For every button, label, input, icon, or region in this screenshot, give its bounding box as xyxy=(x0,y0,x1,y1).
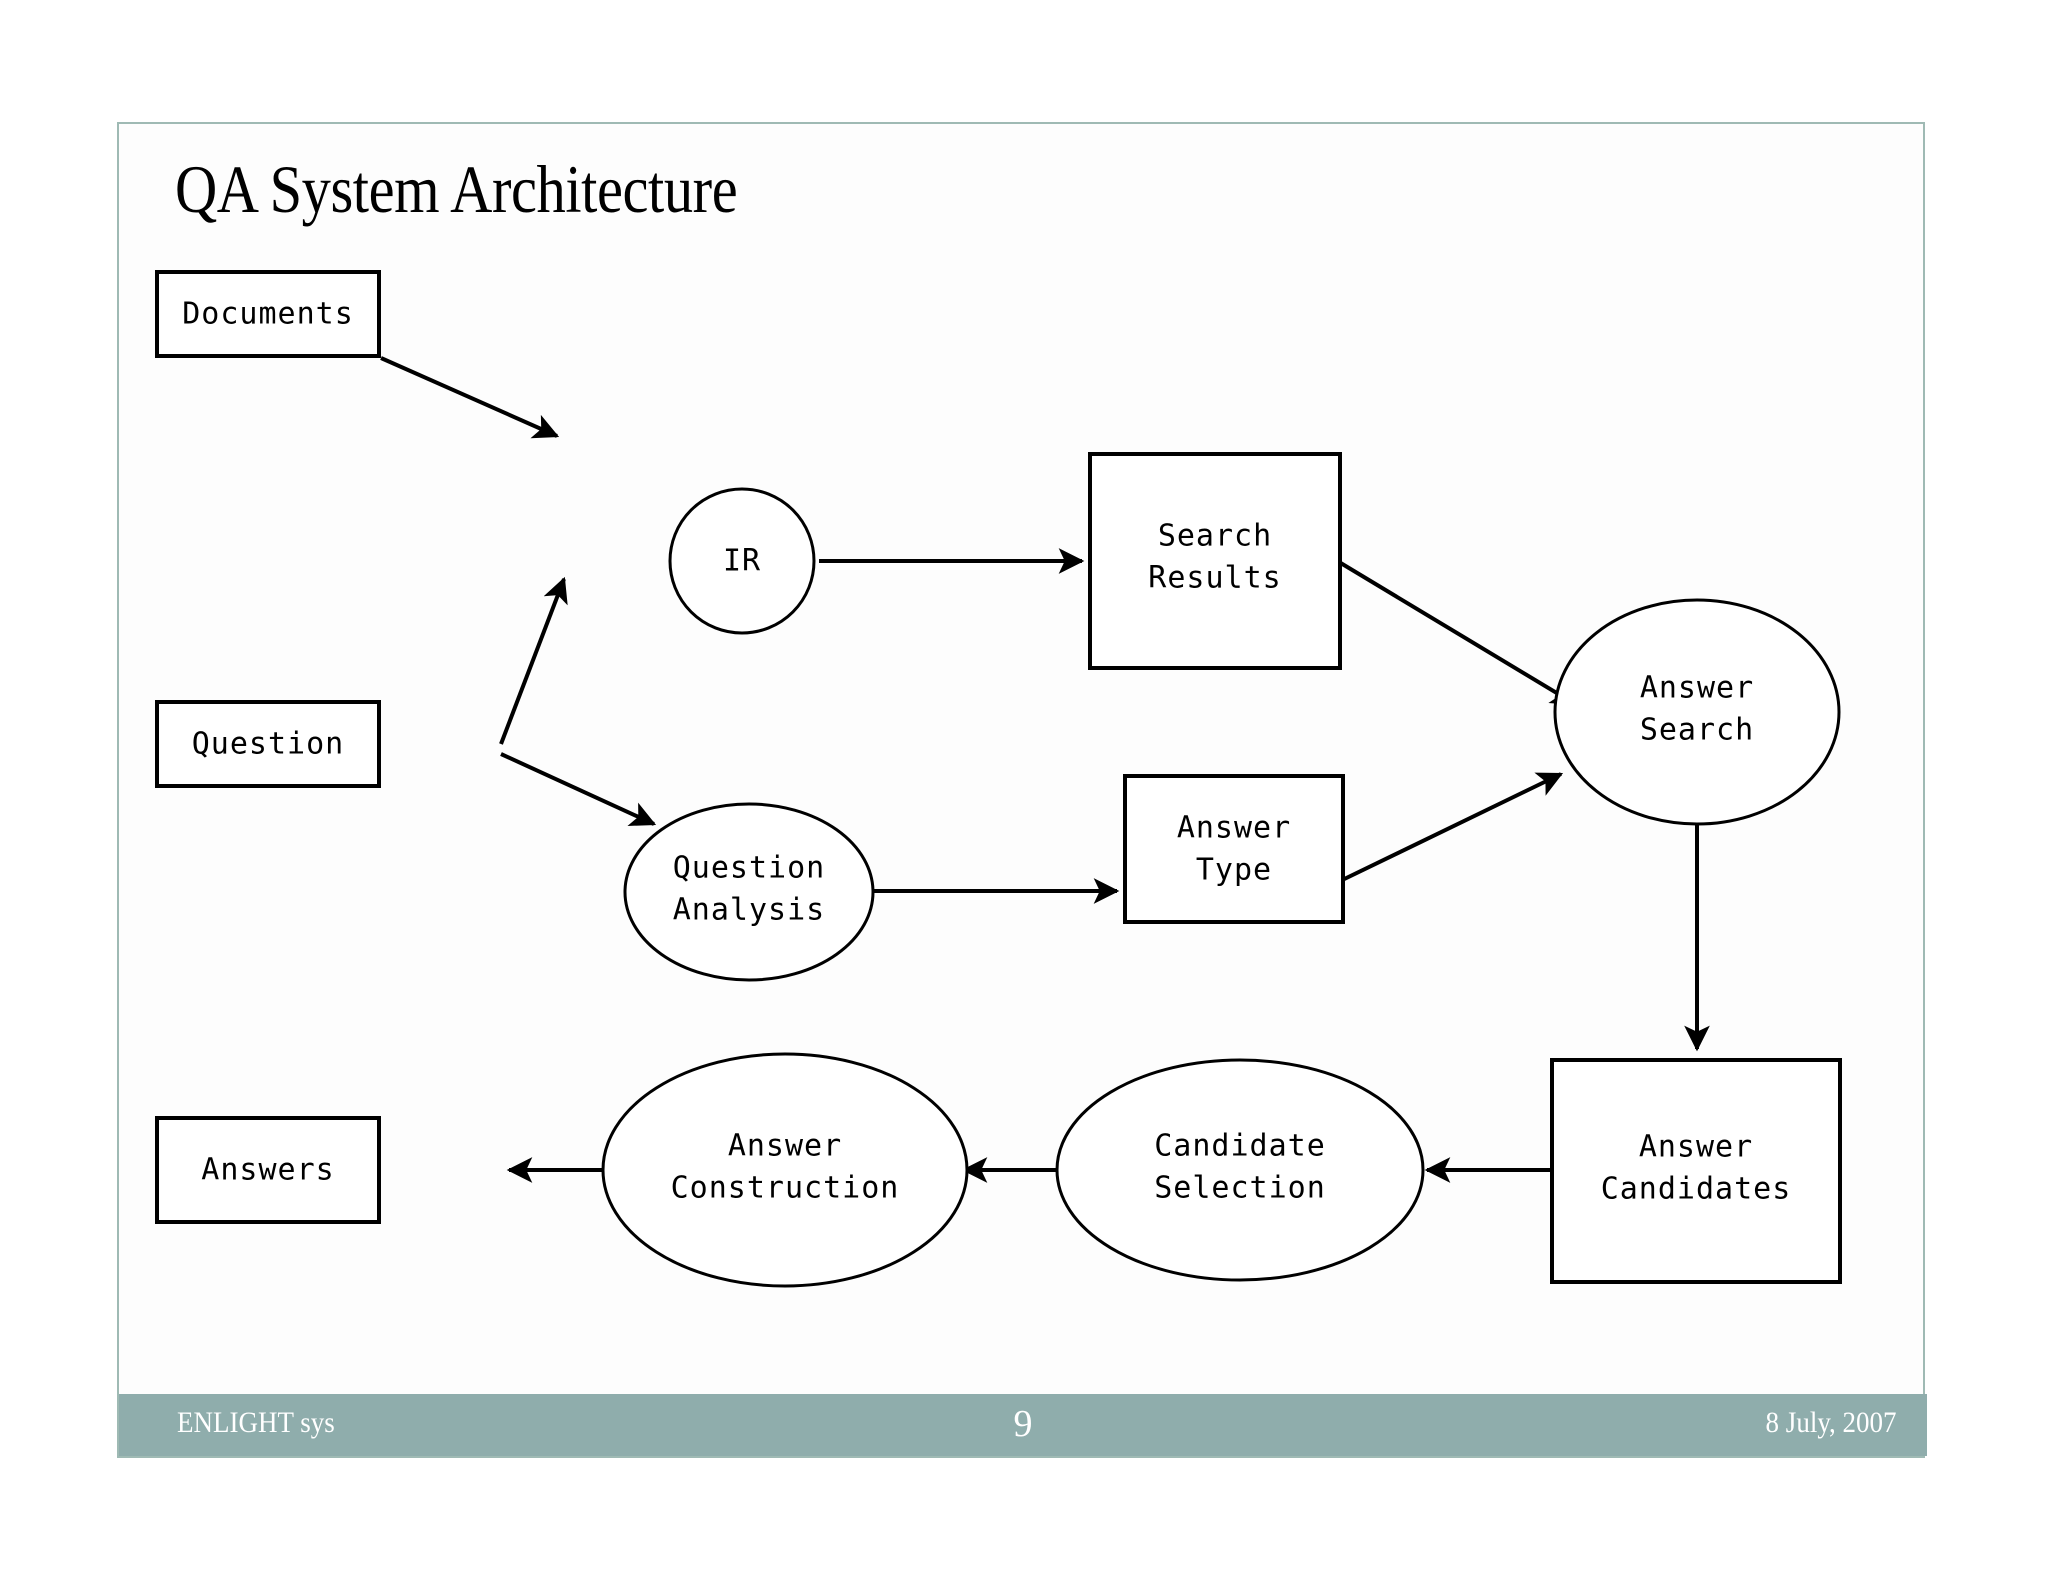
node-ir[interactable]: IR xyxy=(668,487,816,635)
footer-organization: ENLIGHT sys xyxy=(177,1406,335,1439)
diagram-edges xyxy=(380,356,1710,1183)
node-candidate-selection[interactable]: Candidate Selection xyxy=(1055,1058,1425,1282)
footer-page-number: 9 xyxy=(1013,1403,1033,1445)
node-answer-construction-label-line2: Construction xyxy=(671,1171,900,1206)
slide-canvas: QA System Architecture Documen xyxy=(117,122,1927,1458)
node-search-results[interactable]: Search Results xyxy=(1088,452,1342,670)
edge-answer-type-to-answer-search xyxy=(1333,772,1564,886)
node-candidate-selection-label-line1: Candidate xyxy=(1154,1129,1326,1164)
edge-documents-to-ir xyxy=(380,356,560,439)
node-answer-candidates-label-line1: Answer xyxy=(1639,1130,1753,1165)
node-ir-label: IR xyxy=(723,544,761,579)
node-question-label: Question xyxy=(192,727,345,762)
node-question[interactable]: Question xyxy=(155,700,381,788)
node-search-results-label-line1: Search xyxy=(1158,519,1272,554)
node-answer-search[interactable]: Answer Search xyxy=(1553,598,1841,826)
node-search-results-label-line2: Results xyxy=(1148,561,1281,596)
node-answer-candidates-label-line2: Candidates xyxy=(1601,1172,1792,1207)
node-answer-type[interactable]: Answer Type xyxy=(1123,774,1345,924)
node-documents-label: Documents xyxy=(182,297,354,332)
qa-architecture-diagram: Documents Question IR Search Results Que… xyxy=(155,270,1842,1288)
footer-date: 8 July, 2007 xyxy=(1765,1406,1897,1439)
node-question-analysis-label-line2: Analysis xyxy=(673,893,826,928)
edge-question-to-ir xyxy=(499,576,568,745)
node-question-analysis-label-line1: Question xyxy=(673,851,826,886)
node-answers-label: Answers xyxy=(201,1153,334,1188)
edge-question-to-question-analysis xyxy=(500,752,657,826)
node-answer-candidates[interactable]: Answer Candidates xyxy=(1550,1058,1842,1284)
node-answers[interactable]: Answers xyxy=(155,1116,381,1224)
edge-search-results-to-answer-search xyxy=(1332,557,1577,706)
node-answer-construction[interactable]: Answer Construction xyxy=(601,1052,969,1288)
node-answer-construction-label-line1: Answer xyxy=(728,1129,842,1164)
node-answer-search-label-line1: Answer xyxy=(1640,671,1754,706)
node-answer-type-label-line2: Type xyxy=(1196,853,1272,888)
node-question-analysis[interactable]: Question Analysis xyxy=(623,802,875,982)
slide-footer: ENLIGHT sys 9 8 July, 2007 xyxy=(119,1394,1927,1456)
node-documents[interactable]: Documents xyxy=(155,270,381,358)
node-candidate-selection-label-line2: Selection xyxy=(1154,1171,1326,1206)
node-answer-search-label-line2: Search xyxy=(1640,713,1754,748)
node-answer-type-label-line1: Answer xyxy=(1177,811,1291,846)
page-title: QA System Architecture xyxy=(175,151,738,227)
